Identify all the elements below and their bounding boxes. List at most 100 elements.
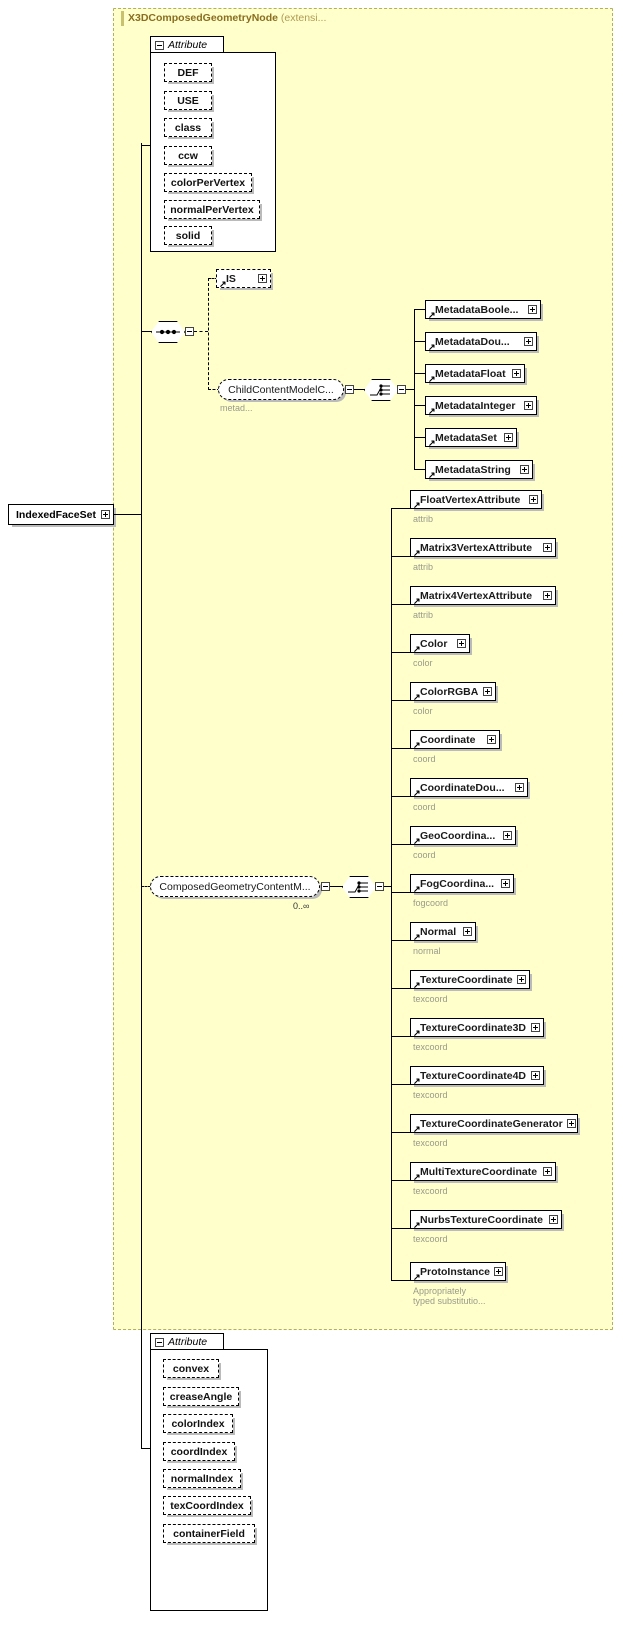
connector-ccgm-choice-in bbox=[330, 886, 344, 887]
expand-icon[interactable] bbox=[549, 1215, 558, 1224]
attribute-solid[interactable]: solid bbox=[164, 226, 212, 245]
expand-icon[interactable] bbox=[531, 1071, 540, 1080]
expand-icon[interactable] bbox=[543, 543, 552, 552]
expand-icon[interactable] bbox=[566, 1119, 576, 1128]
element-label: Normal bbox=[420, 925, 457, 938]
expand-icon[interactable] bbox=[258, 274, 267, 283]
element-texturecoordinate4d[interactable]: TextureCoordinate4D bbox=[410, 1066, 544, 1086]
attribute-ccw[interactable]: ccw bbox=[164, 146, 212, 165]
expand-icon[interactable] bbox=[543, 591, 552, 600]
element-texturecoordinate[interactable]: TextureCoordinate bbox=[410, 970, 530, 990]
expand-icon[interactable] bbox=[517, 975, 526, 984]
expand-icon[interactable] bbox=[501, 879, 510, 888]
attribute-colorindex[interactable]: colorIndex bbox=[163, 1414, 233, 1433]
connector-attr-top-stub bbox=[141, 145, 151, 146]
element-matrix3vertexattribute[interactable]: Matrix3VertexAttribute bbox=[410, 538, 556, 558]
element-caption: texcoord bbox=[413, 1234, 448, 1244]
element-geocoordinate[interactable]: GeoCoordina... bbox=[410, 826, 516, 846]
element-label: Color bbox=[420, 637, 448, 650]
expand-icon[interactable] bbox=[463, 927, 472, 936]
element-caption: texcoord bbox=[413, 1138, 448, 1148]
attribute-convex[interactable]: convex bbox=[163, 1359, 219, 1378]
connector-ccm-branch bbox=[208, 389, 220, 390]
group-ref-expander-icon[interactable] bbox=[345, 385, 354, 394]
element-caption: attrib bbox=[413, 514, 434, 524]
expand-icon[interactable] bbox=[528, 305, 537, 314]
expand-icon[interactable] bbox=[457, 639, 466, 648]
expand-icon[interactable] bbox=[504, 433, 513, 442]
attribute-creaseangle[interactable]: creaseAngle bbox=[163, 1387, 239, 1406]
element-metadataboolean[interactable]: MetadataBoole... bbox=[425, 300, 541, 320]
expand-icon[interactable] bbox=[543, 1167, 552, 1176]
expand-icon[interactable] bbox=[520, 465, 529, 474]
sequence-compositor[interactable] bbox=[151, 321, 185, 343]
attribute-containerfield[interactable]: containerField bbox=[163, 1524, 255, 1543]
element-metadatadouble[interactable]: MetadataDou... bbox=[425, 332, 537, 352]
attribute-group-tab-bottom[interactable]: Attribute bbox=[150, 1333, 224, 1350]
collapse-icon[interactable] bbox=[155, 40, 164, 50]
expand-icon[interactable] bbox=[494, 1267, 504, 1276]
attribute-use[interactable]: USE bbox=[164, 91, 212, 110]
attribute-def[interactable]: DEF bbox=[164, 63, 212, 82]
attribute-texcoordindex[interactable]: texCoordIndex bbox=[163, 1496, 251, 1515]
element-caption: attrib bbox=[413, 610, 434, 620]
attribute-normalpervertex[interactable]: normalPerVertex bbox=[164, 200, 260, 219]
content-choice-expander-icon[interactable] bbox=[375, 882, 384, 891]
collapse-icon[interactable] bbox=[155, 1337, 164, 1347]
element-caption: fogcoord bbox=[413, 898, 449, 908]
element-metadataset[interactable]: MetadataSet bbox=[425, 428, 517, 448]
expand-icon[interactable] bbox=[529, 495, 538, 504]
element-normal[interactable]: Normal bbox=[410, 922, 476, 942]
element-is[interactable]: IS bbox=[216, 269, 271, 289]
element-metadatainteger[interactable]: MetadataInteger bbox=[425, 396, 537, 416]
element-texturecoordinate3d[interactable]: TextureCoordinate3D bbox=[410, 1018, 544, 1038]
element-label: TextureCoordinate bbox=[420, 973, 513, 986]
attribute-normalindex[interactable]: normalIndex bbox=[163, 1469, 241, 1488]
expand-icon[interactable] bbox=[503, 831, 512, 840]
element-color[interactable]: Color bbox=[410, 634, 470, 654]
attribute-label: ccw bbox=[178, 149, 198, 162]
element-label: Coordinate bbox=[420, 733, 476, 746]
choice-compositor-content[interactable] bbox=[342, 876, 376, 898]
expand-icon[interactable] bbox=[512, 369, 521, 378]
attribute-class[interactable]: class bbox=[164, 118, 212, 137]
connector-seq-branch-stub bbox=[194, 331, 208, 332]
element-label: FogCoordina... bbox=[420, 877, 495, 890]
attribute-coordindex[interactable]: coordIndex bbox=[163, 1442, 235, 1461]
element-is-label: IS bbox=[226, 272, 236, 285]
expand-icon[interactable] bbox=[524, 401, 533, 410]
element-coordinatedouble[interactable]: CoordinateDou... bbox=[410, 778, 528, 798]
sequence-expander-icon[interactable] bbox=[185, 327, 194, 336]
element-label: GeoCoordina... bbox=[420, 829, 496, 842]
ccgm-expander-icon[interactable] bbox=[321, 882, 330, 891]
element-colorrgba[interactable]: ColorRGBA bbox=[410, 682, 496, 702]
expand-collapse-icon[interactable] bbox=[100, 510, 110, 519]
element-multitexturecoordinate[interactable]: MultiTextureCoordinate bbox=[410, 1162, 556, 1182]
expand-icon[interactable] bbox=[487, 735, 496, 744]
element-metadatastring[interactable]: MetadataString bbox=[425, 460, 533, 480]
connector-content-3 bbox=[391, 652, 411, 653]
group-ref-childcontentmodel[interactable]: ChildContentModelC... bbox=[218, 379, 344, 400]
element-fogcoordinate[interactable]: FogCoordina... bbox=[410, 874, 514, 894]
connector-root-vertical bbox=[141, 143, 142, 1448]
metadata-choice-expander-icon[interactable] bbox=[397, 385, 406, 394]
connector-content-0 bbox=[391, 508, 411, 509]
element-floatvertexattribute[interactable]: FloatVertexAttribute bbox=[410, 490, 542, 510]
expand-icon[interactable] bbox=[531, 1023, 540, 1032]
element-nurbstexturecoordinate[interactable]: NurbsTextureCoordinate bbox=[410, 1210, 562, 1230]
attribute-group-tab-top[interactable]: Attribute bbox=[150, 36, 224, 53]
attribute-group-label: Attribute bbox=[168, 1336, 208, 1348]
element-protoinstance[interactable]: ProtoInstance bbox=[410, 1262, 506, 1282]
element-label: FloatVertexAttribute bbox=[420, 493, 521, 506]
attribute-colorpervertex[interactable]: colorPerVertex bbox=[164, 173, 252, 192]
element-coordinate[interactable]: Coordinate bbox=[410, 730, 500, 750]
extension-title-suffix: (extensi... bbox=[280, 12, 327, 24]
element-texturecoordinategenerator[interactable]: TextureCoordinateGenerator bbox=[410, 1114, 578, 1134]
root-element-indexedfaceset[interactable]: IndexedFaceSet bbox=[8, 504, 114, 525]
expand-icon[interactable] bbox=[515, 783, 524, 792]
group-ref-composedgeometrycontentmodel[interactable]: ComposedGeometryContentM... bbox=[150, 876, 320, 897]
element-matrix4vertexattribute[interactable]: Matrix4VertexAttribute bbox=[410, 586, 556, 606]
expand-icon[interactable] bbox=[483, 687, 492, 696]
element-metadatafloat[interactable]: MetadataFloat bbox=[425, 364, 525, 384]
expand-icon[interactable] bbox=[524, 337, 533, 346]
